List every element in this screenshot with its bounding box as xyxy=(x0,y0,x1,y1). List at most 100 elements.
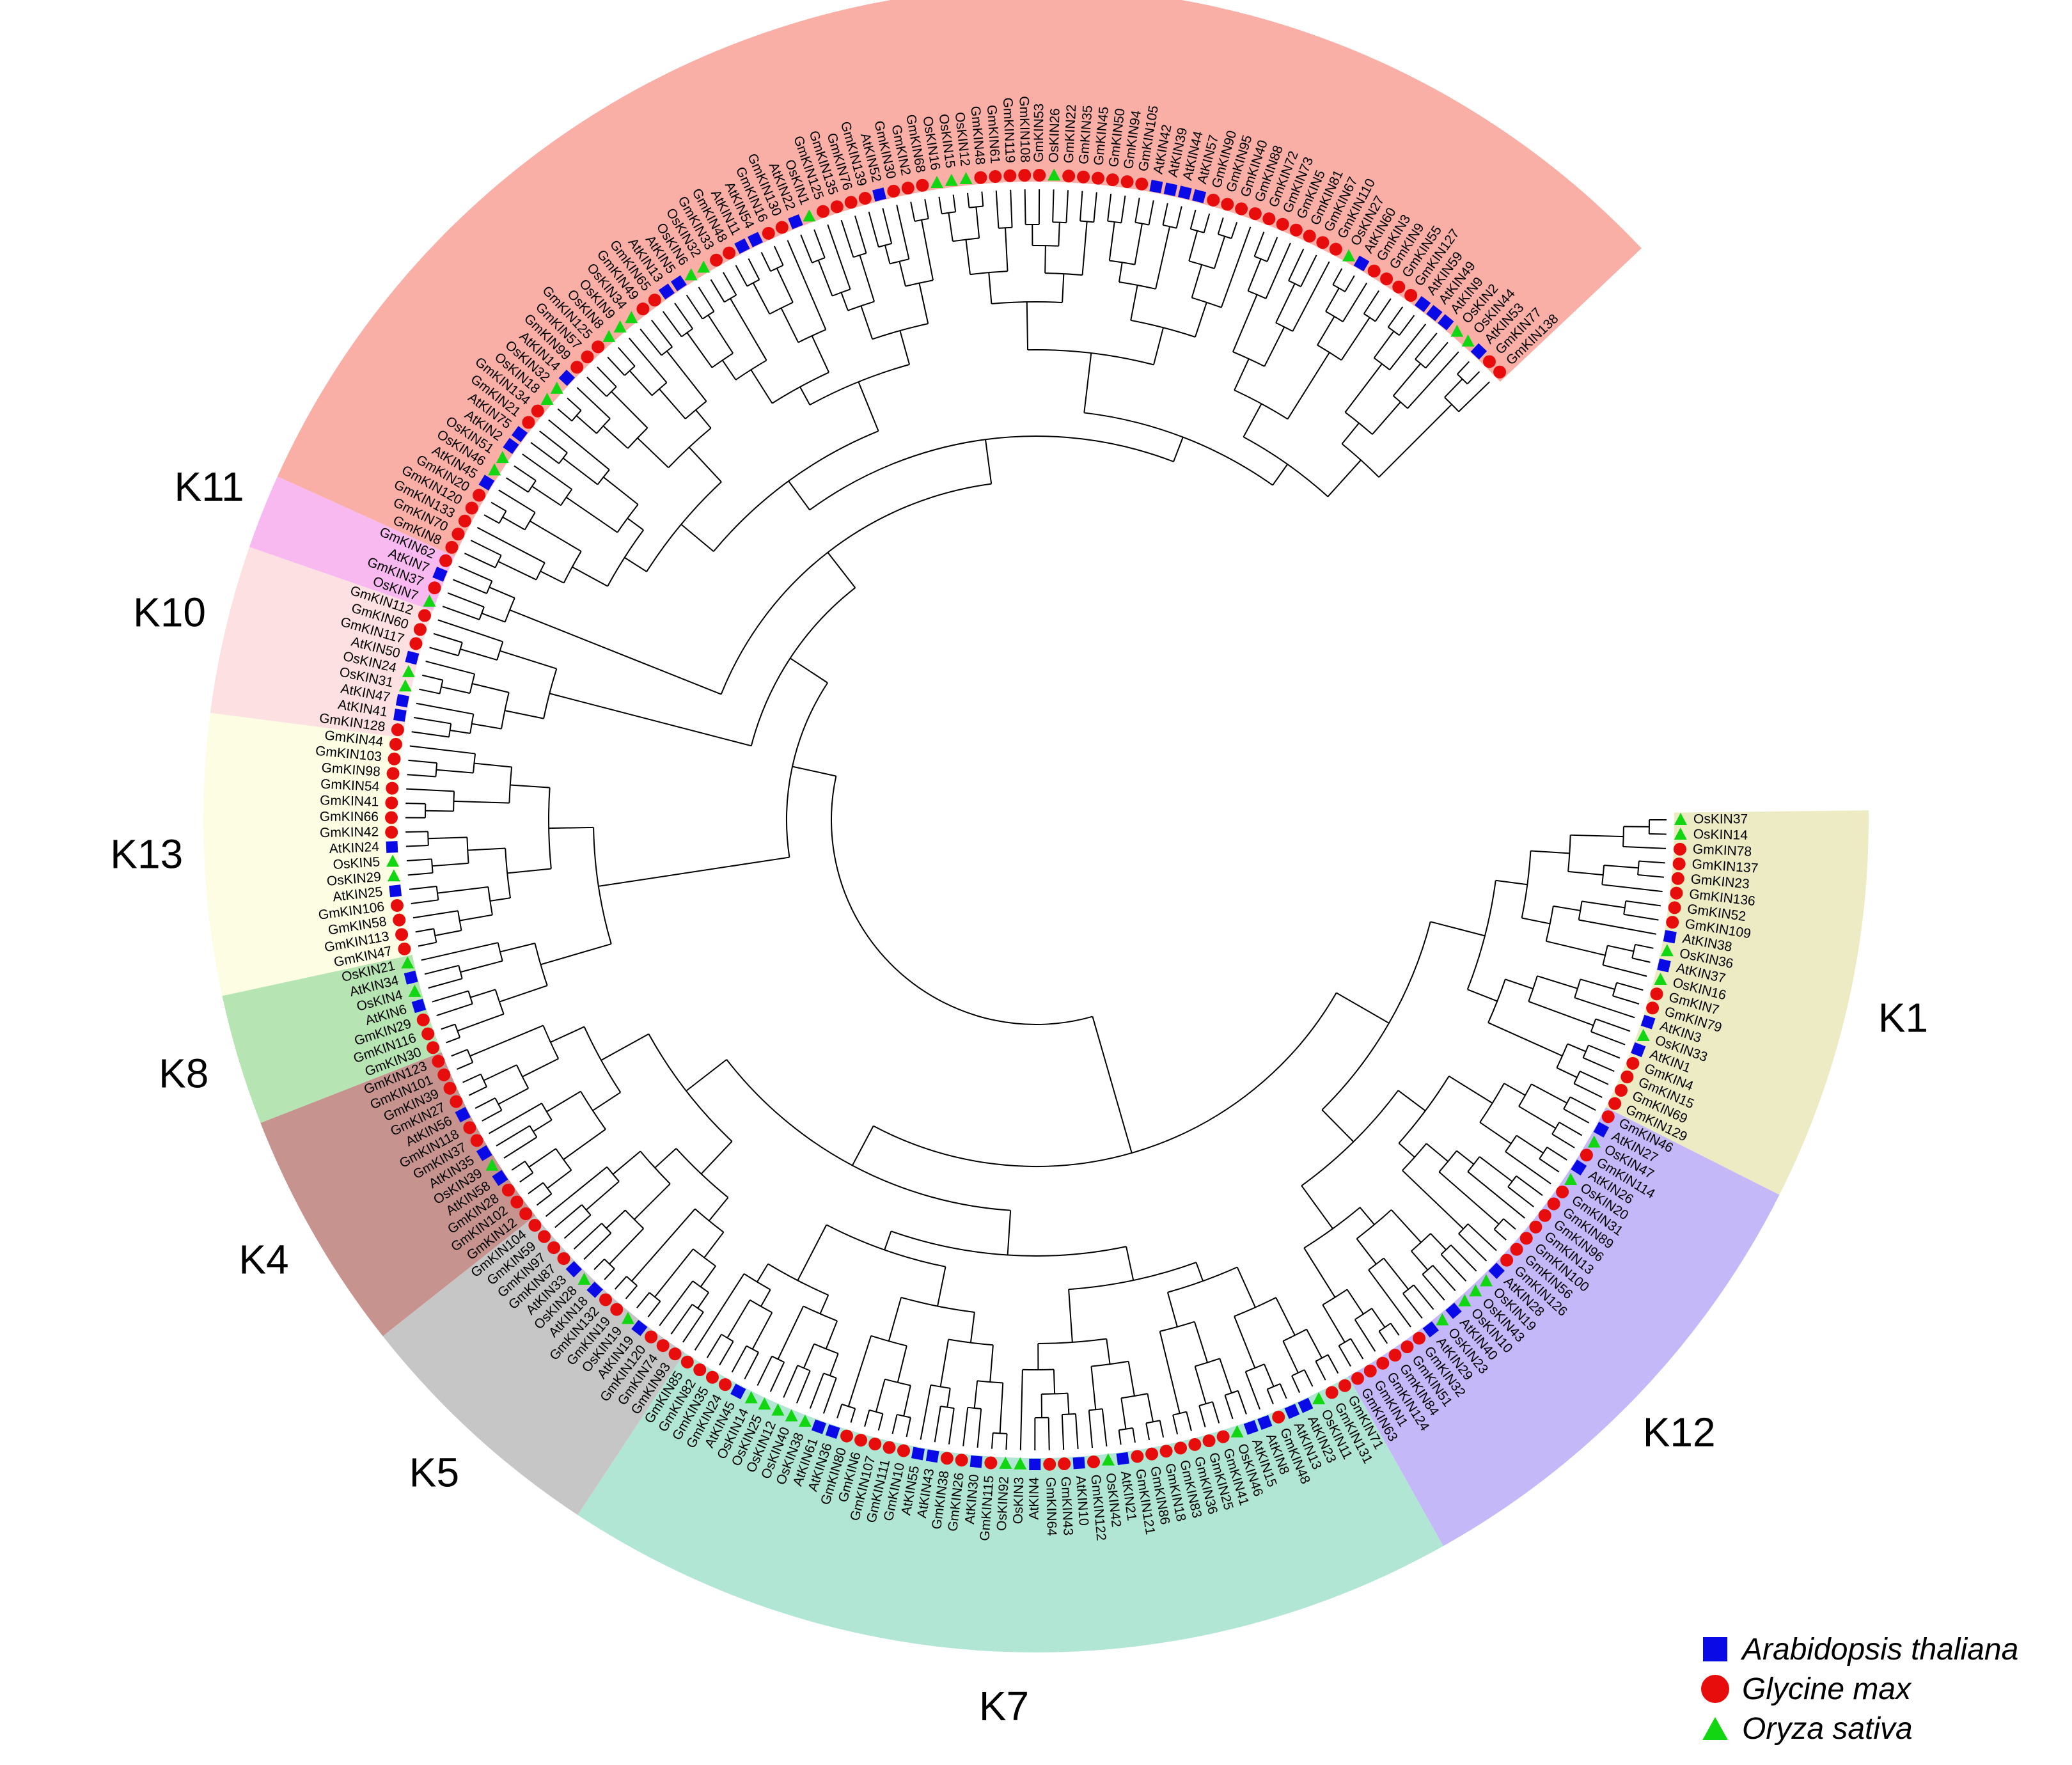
triangle-marker xyxy=(1564,1172,1578,1185)
clade-label: K12 xyxy=(1643,1409,1716,1455)
circle-marker xyxy=(1614,1083,1628,1097)
tree-branch xyxy=(799,386,811,405)
tree-branch xyxy=(1213,236,1226,269)
tree-branch xyxy=(412,910,459,919)
tree-arc xyxy=(713,430,879,552)
triangle-marker xyxy=(577,1273,591,1285)
square-marker xyxy=(503,437,519,454)
tree-branch xyxy=(428,836,467,840)
clade-sector-k14 xyxy=(277,0,1642,557)
tree-branch xyxy=(924,199,929,219)
tree-branch xyxy=(1118,1430,1122,1445)
square-marker xyxy=(1178,185,1192,200)
tree-branch xyxy=(563,1129,606,1160)
tree-arc xyxy=(1556,1043,1569,1069)
tree-arc xyxy=(803,1305,838,1322)
tree-branch xyxy=(1392,363,1422,396)
circle-marker xyxy=(916,178,929,192)
square-marker xyxy=(1640,1014,1656,1030)
tree-arc xyxy=(702,311,715,320)
circle-marker xyxy=(974,171,987,184)
square-marker xyxy=(1149,180,1163,194)
tree-branch xyxy=(1350,1338,1364,1360)
tree-branch xyxy=(803,1344,815,1369)
clade-sector-k10 xyxy=(210,547,434,738)
tree-branch xyxy=(550,1026,585,1043)
tree-branch xyxy=(593,1259,605,1271)
circle-marker xyxy=(1519,1232,1533,1245)
tree-branch xyxy=(1493,1228,1507,1241)
tree-branch xyxy=(938,196,943,214)
tree-branch xyxy=(1092,1016,1133,1154)
tree-arc xyxy=(897,1413,911,1418)
tree-arc xyxy=(486,581,493,594)
tree-arc xyxy=(847,301,875,311)
tree-branch xyxy=(1425,1143,1448,1163)
tree-branch xyxy=(726,1299,751,1338)
tree-arc xyxy=(1028,349,1154,366)
tree-branch xyxy=(1373,331,1395,359)
tree-branch xyxy=(471,723,502,730)
tree-arc xyxy=(1402,1284,1415,1294)
tree-branch xyxy=(409,885,437,890)
tree-branch xyxy=(503,1136,537,1159)
circle-marker xyxy=(522,416,535,429)
square-marker xyxy=(1657,958,1671,973)
tree-branch xyxy=(470,989,496,998)
tree-branch xyxy=(631,1208,696,1282)
tree-arc xyxy=(891,1230,1127,1257)
tree-branch xyxy=(432,990,469,1003)
tree-branch xyxy=(1106,1338,1111,1365)
square-marker xyxy=(1663,930,1677,944)
tree-branch xyxy=(1432,1265,1456,1292)
tree-arc xyxy=(583,1026,622,1093)
tree-arc xyxy=(478,606,485,620)
tree-branch xyxy=(1505,1151,1551,1184)
circle-marker xyxy=(840,1429,854,1443)
circle-marker xyxy=(445,540,459,554)
tree-branch xyxy=(1224,1395,1234,1420)
tree-branch xyxy=(530,520,582,552)
circle-marker xyxy=(1547,1197,1560,1211)
tree-arc xyxy=(900,1296,975,1314)
tree-arc xyxy=(466,1049,474,1063)
tree-arc xyxy=(1275,322,1293,332)
leaf-label: GmKIN43 xyxy=(1058,1476,1076,1535)
circle-marker xyxy=(418,609,431,622)
triangle-marker xyxy=(1014,1457,1027,1470)
legend: Arabidopsis thaliana Glycine max Oryza s… xyxy=(1701,1629,2018,1748)
tree-branch xyxy=(1539,1158,1560,1173)
tree-arc xyxy=(1332,284,1346,292)
square-marker xyxy=(1470,343,1487,360)
triangle-marker xyxy=(550,381,563,394)
tree-arc xyxy=(1528,975,1538,1002)
tree-branch xyxy=(436,1003,473,1016)
tree-arc xyxy=(1438,1150,1457,1173)
tree-branch xyxy=(875,1379,886,1413)
tree-branch xyxy=(629,338,668,383)
tree-arc xyxy=(555,1148,572,1171)
tree-branch xyxy=(1448,1075,1493,1104)
legend-label-os: Oryza sativa xyxy=(1742,1711,1913,1746)
square-marker xyxy=(1593,1122,1610,1138)
tree-branch xyxy=(700,1266,716,1287)
square-marker xyxy=(872,187,886,202)
tree-arc xyxy=(1159,1321,1195,1332)
circle-marker xyxy=(1248,207,1262,221)
tree-branch xyxy=(946,1388,951,1408)
tree-branch xyxy=(836,1404,843,1419)
circle-marker xyxy=(1077,170,1090,184)
tree-branch xyxy=(1275,283,1296,324)
circle-marker xyxy=(705,1370,719,1384)
tree-arc xyxy=(1088,1408,1103,1411)
tree-branch xyxy=(1495,879,1528,886)
tree-branch xyxy=(1074,1413,1079,1449)
square-marker xyxy=(1438,314,1454,331)
circle-marker xyxy=(450,1095,463,1108)
tree-branch xyxy=(475,1097,496,1109)
tree-arc xyxy=(1398,1076,1450,1144)
square-marker xyxy=(1631,1042,1646,1058)
tree-arc xyxy=(1368,1257,1385,1271)
circle-marker xyxy=(393,913,406,927)
tree-branch xyxy=(984,439,993,484)
